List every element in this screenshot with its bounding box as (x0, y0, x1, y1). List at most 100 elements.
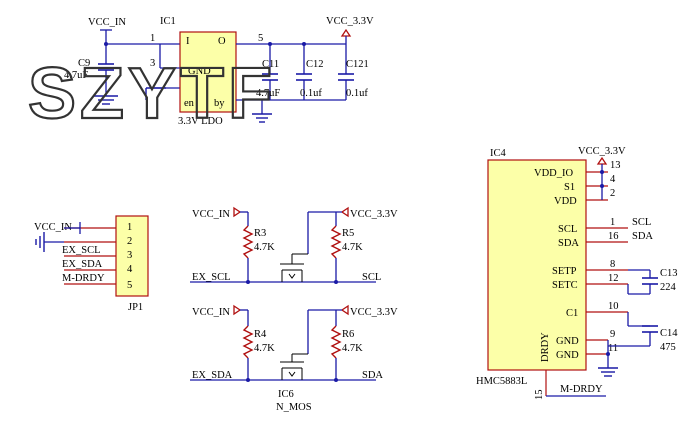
sensor-pin-name: SETC (552, 280, 578, 291)
sensor-pin-name: S1 (564, 182, 575, 193)
c121 (338, 44, 354, 100)
ldo-body (179, 31, 237, 113)
ldo-pin-by: by (214, 98, 225, 109)
mosfet-icon (280, 212, 309, 282)
c11-value: 4.7uF (256, 88, 280, 99)
ls-bot-left-power: VCC_IN (192, 307, 230, 318)
mosfet-icon (280, 310, 309, 380)
r4-ref: R4 (254, 329, 267, 340)
sensor-part: HMC5883L (476, 376, 527, 387)
power-arrow-icon (340, 206, 349, 218)
sensor-pin-name: GND (556, 336, 579, 347)
sensor-drdy-number: 15 (534, 390, 545, 401)
level-shifter-scl: VCC_IN R3 4.7K VCC_3.3V R5 4.7K EX_SCL S… (190, 206, 398, 284)
connector-pin-number: 4 (127, 264, 133, 275)
ls-top-left-power: VCC_IN (192, 209, 230, 220)
fet-type: N_MOS (276, 402, 312, 413)
sensor-pin-name: SCL (558, 224, 577, 235)
power-arrow-icon (340, 304, 349, 316)
connector-pin-number: 5 (127, 280, 132, 291)
sensor-ic4: IC4 HMC5883L VDD_IO S1 VDD SCL SDA SETP … (476, 146, 678, 400)
ls-bot-right-power: VCC_3.3V (350, 307, 398, 318)
c14-value: 475 (660, 342, 676, 353)
level-shifter-sda: VCC_IN R4 4.7K VCC_3.3V R6 4.7K EX_SDA S… (190, 304, 398, 413)
sensor-net-sda: SDA (632, 231, 653, 242)
ldo-pin-number: 1 (150, 33, 155, 44)
ls-bot-left-net: EX_SDA (192, 370, 233, 381)
c13-ref: C13 (660, 268, 678, 279)
r3-resistor (242, 225, 254, 259)
r4-resistor (242, 325, 254, 359)
sensor-pin-number: 1 (610, 217, 615, 228)
ground-icon (145, 87, 166, 100)
sensor-body (487, 159, 587, 371)
ldo-pin-en: en (184, 98, 195, 109)
junction (600, 184, 604, 188)
ldo-pin-gnd: GND (188, 66, 211, 77)
connector-designator: JP1 (128, 302, 143, 313)
r5-value: 4.7K (342, 242, 363, 253)
ldo-section: VCC_IN 1 C9 4.7uF 3 I O GN (64, 16, 374, 127)
ldo-pin-number: 5 (258, 33, 263, 44)
sensor-pin-name: SETP (552, 266, 577, 277)
junction (606, 352, 610, 356)
sensor-pin-name: GND (556, 350, 579, 361)
power-arrow-icon (233, 304, 242, 316)
c12-ref: C12 (306, 59, 324, 70)
connector-net: EX_SCL (62, 245, 101, 256)
sensor-designator: IC4 (490, 148, 507, 159)
power-arrow-icon (340, 28, 352, 37)
ldo-pin-number: 3 (150, 58, 155, 69)
sensor-pin-number: 16 (608, 231, 619, 242)
sensor-pin-number: 13 (610, 160, 621, 171)
c12-value: 0.1uf (300, 88, 322, 99)
ldo-pin-out: O (218, 36, 226, 47)
c9-ref: C9 (78, 58, 90, 69)
connector-pin-number: 2 (127, 236, 132, 247)
sensor-power-net: VCC_3.3V (578, 146, 626, 157)
sensor-pin-name: SDA (558, 238, 579, 249)
c11-ref: C11 (262, 59, 279, 70)
sensor-pin-name: VDD (554, 196, 577, 207)
c14-ref: C14 (660, 328, 678, 339)
junction (334, 378, 338, 382)
sensor-net-scl: SCL (632, 217, 651, 228)
sensor-pin-number: 4 (610, 174, 616, 185)
ground-icon (252, 113, 272, 123)
sensor-pin-number: 9 (610, 329, 615, 340)
c9-value: 4.7uF (64, 70, 88, 81)
connector-net: M-DRDY (62, 273, 105, 284)
c121-ref: C121 (346, 59, 369, 70)
ground-icon (94, 95, 118, 105)
power-arrow-icon (233, 206, 242, 218)
power-arrow-icon (596, 156, 608, 165)
connector-jp1: 1 2 3 4 5 JP1 VCC_IN EX_SCL EX_SDA M-DRD… (34, 215, 149, 313)
c121-value: 0.1uf (346, 88, 368, 99)
fet-ref: IC6 (278, 389, 294, 400)
r5-resistor (330, 225, 342, 259)
sensor-net-drdy: M-DRDY (560, 384, 603, 395)
junction (302, 42, 306, 46)
sensor-pin-number: 10 (608, 301, 619, 312)
ls-top-right-net: SCL (362, 272, 381, 283)
c12 (262, 44, 346, 101)
connector-pin-number: 3 (127, 250, 132, 261)
connector-net: EX_SDA (62, 259, 103, 270)
sensor-pin-number: 12 (608, 273, 619, 284)
sensor-drdy-label: DRDY (540, 332, 551, 362)
c11 (262, 44, 278, 100)
r6-value: 4.7K (342, 343, 363, 354)
ls-top-right-power: VCC_3.3V (350, 209, 398, 220)
junction (600, 170, 604, 174)
junction (334, 280, 338, 284)
connector-pin-number: 1 (127, 222, 132, 233)
r5-ref: R5 (342, 228, 354, 239)
sensor-pin-name: C1 (566, 308, 578, 319)
ldo-pin-in: I (186, 36, 190, 47)
connector-net: VCC_IN (34, 222, 72, 233)
junction (246, 378, 250, 382)
r6-resistor (330, 325, 342, 359)
c13-value: 224 (660, 282, 677, 293)
ldo-comment: 3.3V LDO (178, 116, 223, 127)
